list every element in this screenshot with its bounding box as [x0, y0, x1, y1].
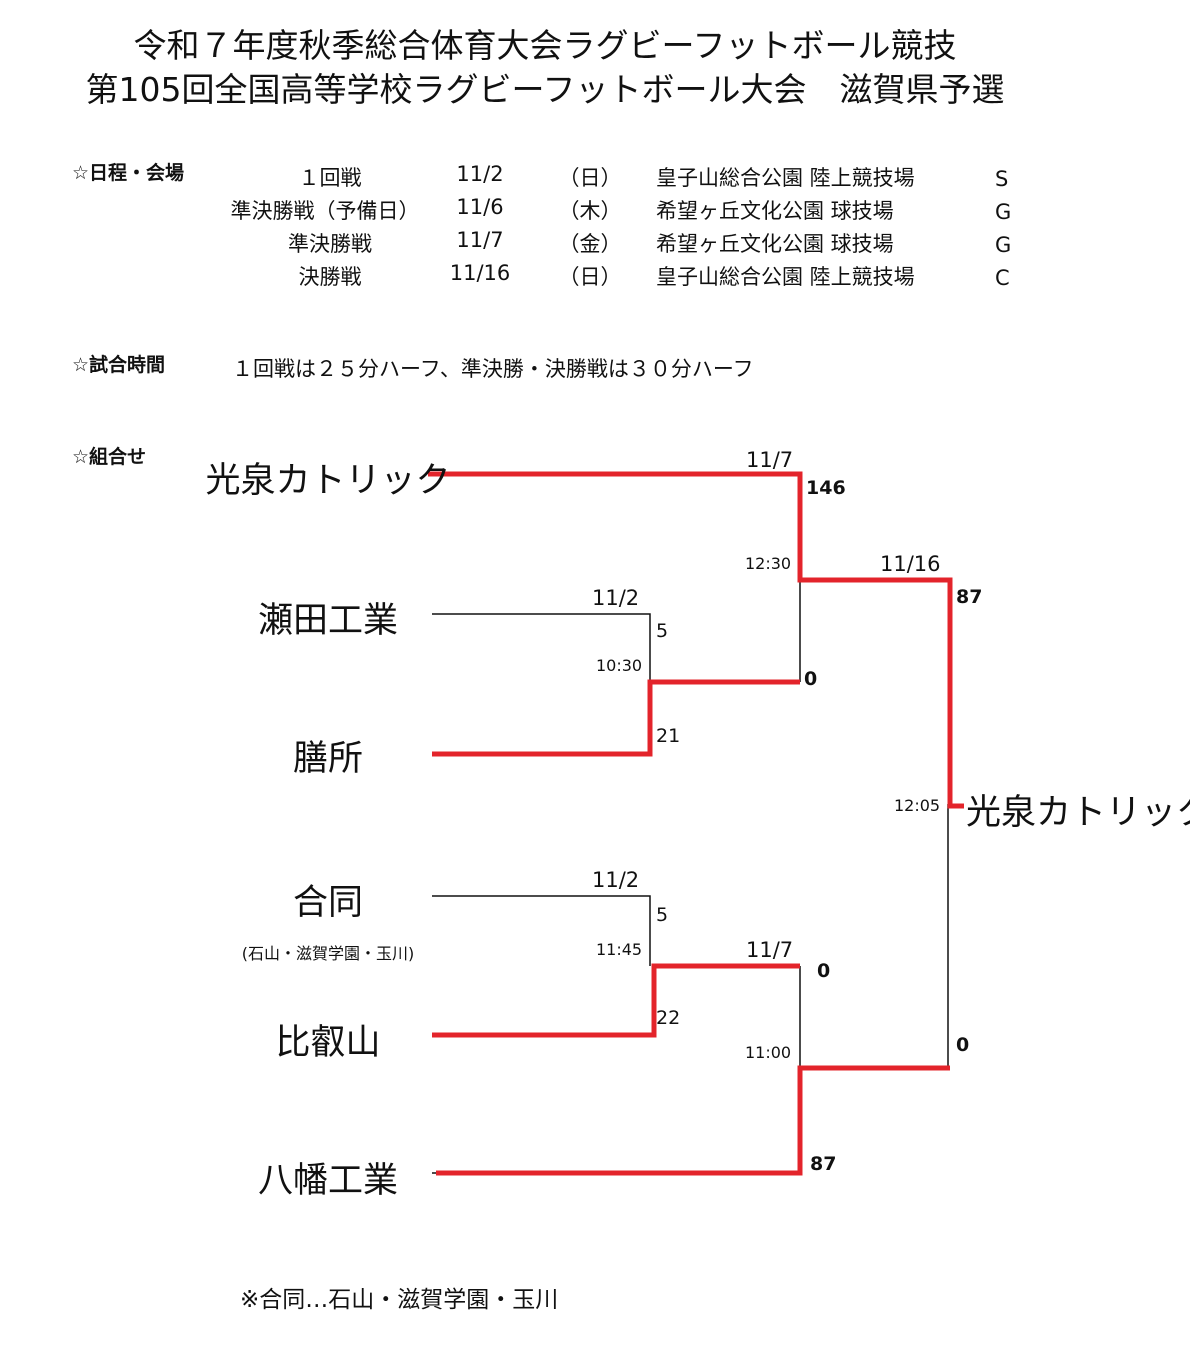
match-r1a-time: 10:30	[596, 656, 643, 675]
winner-path-hachiman	[436, 1065, 950, 1176]
schedule-code: C	[995, 266, 1010, 290]
bracket-winner-lines	[428, 471, 964, 1176]
schedule-venue: 希望ヶ丘文化公園 球技場	[656, 232, 894, 256]
match-r1a-date: 11/2	[592, 586, 640, 610]
match-r1b-time: 11:45	[596, 940, 643, 959]
champion-name: 光泉カトリック	[966, 793, 1190, 833]
match-r1a-score-bottom: 21	[656, 725, 681, 747]
schedule-day: （日）	[558, 265, 622, 289]
match-r1b-score-bottom: 22	[656, 1007, 681, 1029]
match-final-time: 12:05	[894, 796, 941, 815]
schedule-round: １回戦	[298, 166, 362, 190]
schedule-code: G	[995, 233, 1012, 257]
team-kosen-catholic: 光泉カトリック	[205, 461, 451, 501]
match-sfa-time: 12:30	[745, 554, 792, 573]
schedule-venue: 希望ヶ丘文化公園 球技場	[656, 199, 894, 223]
bracket-heading: ☆組合せ	[72, 446, 147, 468]
team-godo: 合同	[292, 883, 363, 923]
match-r1b-date: 11/2	[592, 868, 640, 892]
schedule-venue: 皇子山総合公園 陸上競技場	[656, 166, 915, 190]
winner-path-kosen	[428, 471, 964, 809]
team-hachiman-kogyo: 八幡工業	[257, 1161, 398, 1201]
match-sfb-score-bottom: 87	[810, 1153, 837, 1175]
bracket-thin-lines	[432, 580, 949, 1174]
winner-path-zeze	[432, 679, 800, 757]
schedule-venue: 皇子山総合公園 陸上競技場	[656, 265, 915, 289]
schedule-heading: ☆日程・会場	[72, 162, 185, 184]
footnote: ※合同…石山・滋賀学園・玉川	[240, 1287, 559, 1313]
match-r1b-score-top: 5	[656, 904, 669, 926]
schedule-round: 決勝戦	[298, 265, 362, 289]
schedule-date: 11/16	[449, 261, 511, 285]
schedule-round: 準決勝戦（予備日）	[230, 199, 420, 223]
team-hieizan: 比叡山	[275, 1023, 381, 1063]
schedule-day: （金）	[558, 232, 622, 256]
page-title-line1: 令和７年度秋季総合体育大会ラグビーフットボール競技	[133, 26, 957, 65]
winner-path-hieizan	[432, 963, 800, 1038]
schedule-day: （日）	[558, 166, 622, 190]
match-sfb-date: 11/7	[746, 938, 794, 962]
match-sfb-score-top: 0	[817, 960, 831, 982]
godo-members: (石山・滋賀学園・玉川)	[241, 944, 415, 963]
match-sfb-time: 11:00	[745, 1043, 792, 1062]
line-godo	[432, 895, 651, 966]
team-seta-kogyo: 瀬田工業	[257, 601, 398, 641]
match-time-heading: ☆試合時間	[72, 354, 166, 376]
match-sfa-date: 11/7	[746, 448, 794, 472]
schedule-date: 11/6	[456, 195, 504, 219]
match-r1a-score-top: 5	[656, 620, 669, 642]
schedule-code: G	[995, 200, 1012, 224]
schedule-date: 11/2	[456, 162, 504, 186]
line-seta	[432, 613, 651, 682]
schedule-date: 11/7	[456, 228, 504, 252]
page-title-line2: 第105回全国高等学校ラグビーフットボール大会 滋賀県予選	[85, 70, 1005, 109]
match-final-score-bottom: 0	[956, 1034, 970, 1056]
match-final-score-top: 87	[956, 586, 983, 608]
schedule-code: S	[995, 167, 1009, 191]
schedule-day: （木）	[558, 199, 622, 223]
match-sfa-score-top: 146	[806, 477, 846, 499]
team-zeze: 膳所	[292, 739, 363, 779]
match-time-text: １回戦は２５分ハーフ、準決勝・決勝戦は３０分ハーフ	[232, 357, 754, 381]
match-sfa-score-bottom: 0	[804, 668, 818, 690]
match-final-date: 11/16	[880, 552, 941, 576]
schedule-round: 準決勝戦	[288, 232, 372, 256]
